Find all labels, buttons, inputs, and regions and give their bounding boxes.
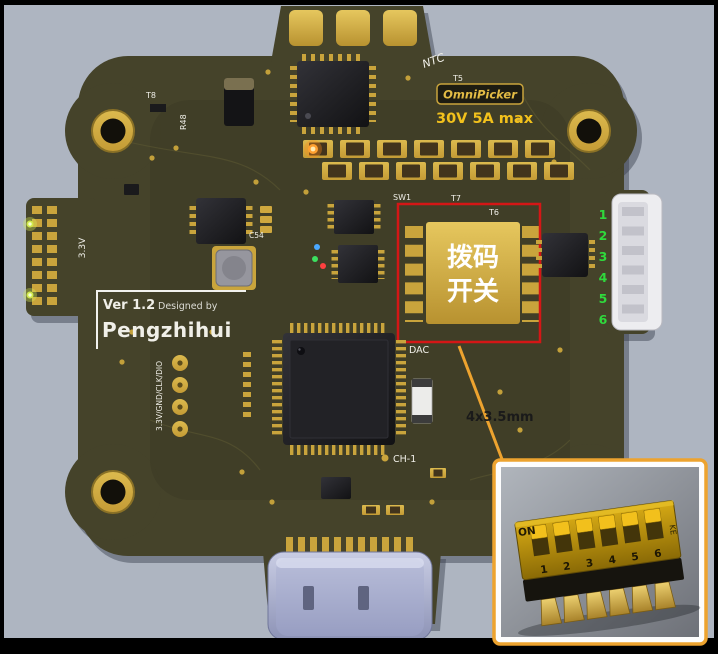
svg-text:4: 4 — [608, 554, 617, 567]
brand-name: OmniPicker — [443, 88, 518, 102]
driver-chip-right — [536, 233, 595, 277]
power-inductor — [212, 246, 256, 290]
dip-switch-footprint — [405, 222, 540, 324]
pcb-inner-shade — [150, 100, 570, 500]
mcu-chip — [272, 323, 406, 455]
version-bracket — [96, 290, 246, 349]
left-edge-pads — [32, 206, 57, 308]
svg-text:1: 1 — [599, 207, 608, 222]
svg-text:3: 3 — [585, 557, 594, 570]
oscillator — [411, 378, 433, 424]
inset-panel: ON KE 1 2 3 4 5 6 — [492, 458, 708, 646]
top-edge-pads — [289, 10, 417, 46]
dimension-label: 4x3.5mm — [466, 410, 534, 425]
soic-chip-2 — [331, 245, 385, 283]
copper-traces — [119, 89, 591, 481]
dip-switch-base — [522, 557, 684, 602]
callout-line — [457, 345, 507, 468]
silkscreen-sw1: SW1 — [393, 193, 411, 202]
svg-text:2: 2 — [562, 560, 571, 573]
electrolytic-capacitor — [224, 78, 254, 126]
ch1-via — [381, 454, 389, 462]
inset-switch-numbers: 1 2 3 4 5 6 — [540, 547, 663, 576]
jst-connector[interactable] — [611, 193, 663, 331]
brand-badge: OmniPicker — [436, 83, 524, 105]
inset-brand-label: KE — [668, 524, 678, 535]
rgb-leds — [312, 244, 326, 269]
silkscreen-t7: T7 — [450, 194, 461, 203]
green-led-1 — [23, 217, 37, 231]
usb-c-connector[interactable] — [267, 551, 433, 641]
orange-led — [304, 140, 322, 158]
version-label: Ver 1.2 — [103, 298, 155, 313]
silkscreen-t5: T5 — [452, 74, 463, 83]
svg-text:1: 1 — [540, 563, 549, 576]
svg-text:2: 2 — [599, 228, 608, 243]
author-label: Pengzhihui — [102, 318, 232, 342]
dip-switch-photo: ON KE 1 2 3 4 5 6 — [514, 500, 701, 636]
soic-chip-1 — [327, 200, 381, 234]
dip-label-line2: 开关 — [447, 277, 499, 307]
green-led-2 — [23, 288, 37, 302]
svg-text:5: 5 — [631, 551, 640, 564]
sot23-transistor — [124, 184, 139, 195]
misc-components — [243, 352, 446, 515]
resistor — [150, 104, 166, 112]
svg-text:6: 6 — [599, 312, 608, 327]
svg-text:4: 4 — [599, 270, 608, 285]
designed-by-label: Designed by — [158, 301, 218, 312]
small-pads-column — [260, 206, 272, 233]
inset-on-label: ON — [517, 525, 536, 539]
svg-text:3: 3 — [599, 249, 608, 264]
qfn-chip-mid — [189, 198, 253, 244]
silkscreen-t8: T8 — [145, 91, 156, 100]
silkscreen-c54: C54 — [249, 231, 264, 240]
silkscreen-t6: T6 — [488, 208, 499, 217]
silkscreen-dac: DAC — [409, 345, 429, 356]
silkscreen-ch1: CH-1 — [393, 454, 416, 465]
dip-label-line1: 拨码 — [447, 243, 499, 273]
connector-pin-numbers: 1 2 3 4 5 6 — [599, 207, 608, 327]
svg-text:5: 5 — [599, 291, 608, 306]
qfn-chip-top — [290, 54, 376, 134]
rating-label: 30V 5A max — [436, 111, 534, 127]
dip-switch-highlight-box — [396, 202, 542, 344]
debug-pads-label: 3.3V/GND/CLK/DIO — [155, 361, 164, 431]
silkscreen-r48: R48 — [179, 114, 188, 130]
svg-text:6: 6 — [653, 547, 662, 560]
silkscreen-3v3: 3.3V — [78, 237, 88, 258]
